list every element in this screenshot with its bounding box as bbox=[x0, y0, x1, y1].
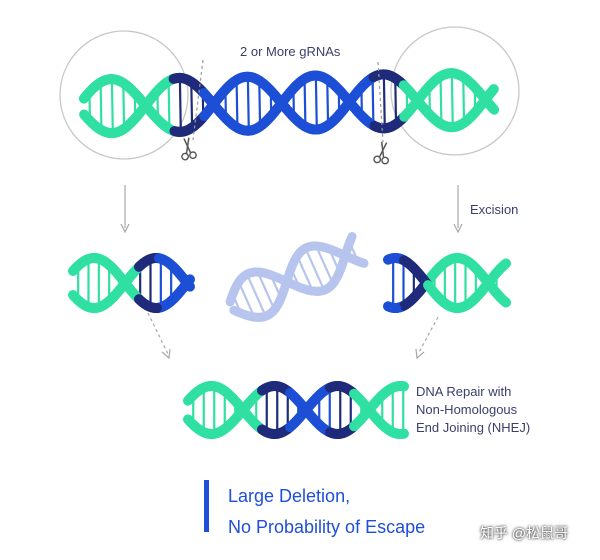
scissors-icon bbox=[181, 137, 197, 161]
left-cut-zoom-circle bbox=[59, 30, 189, 160]
conclusion-accent-bar bbox=[204, 480, 209, 532]
conclusion-text: Large Deletion, No Probability of Escape bbox=[228, 481, 425, 543]
arrow-down-icon bbox=[120, 185, 130, 234]
target-dna-helix bbox=[78, 68, 500, 139]
excised-dna-fragment bbox=[225, 232, 369, 322]
nhej-label-line: DNA Repair with bbox=[416, 384, 512, 399]
conclusion-line-2: No Probability of Escape bbox=[228, 517, 426, 537]
nhej-label-line: Non-Homologous bbox=[416, 402, 518, 417]
watermark: 知乎 @松鼠哥 bbox=[480, 525, 569, 541]
right-cut-line bbox=[377, 61, 384, 143]
conclusion-line-1: Large Deletion, bbox=[228, 486, 351, 506]
repaired-dna-helix bbox=[183, 381, 409, 439]
excision-label: Excision bbox=[470, 202, 519, 217]
arrow-down-icon bbox=[453, 185, 463, 234]
left-dna-fragment bbox=[68, 253, 195, 313]
nhej-repair-label: DNA Repair with Non-Homologous End Joini… bbox=[416, 383, 530, 437]
nhej-label-line: End Joining (NHEJ) bbox=[416, 420, 531, 435]
scissors-icon bbox=[373, 141, 390, 165]
left-cut-line bbox=[192, 59, 204, 141]
arrow-down-icon bbox=[147, 312, 171, 360]
arrow-down-icon bbox=[415, 316, 439, 360]
grnas-label: 2 or More gRNAs bbox=[240, 44, 341, 59]
right-dna-fragment bbox=[383, 253, 511, 313]
right-cut-zoom-circle bbox=[390, 26, 520, 156]
